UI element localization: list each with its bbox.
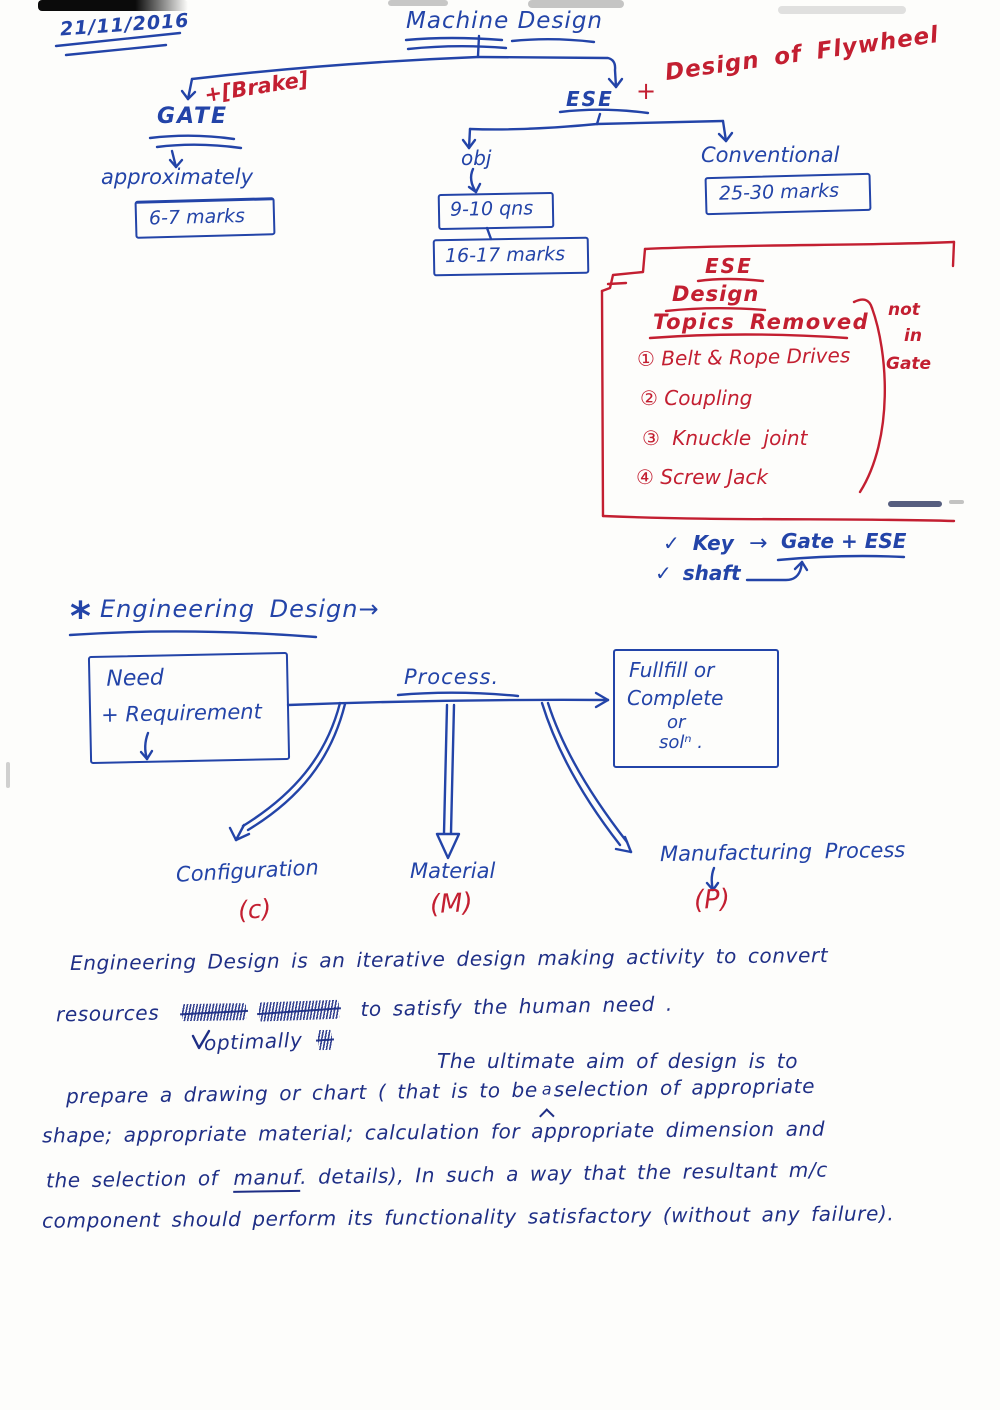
heading-underline [68,630,318,639]
conventional-marks-box: 25-30 marks [704,172,872,216]
ese-plus-sign: + [636,77,657,105]
gate-marks-box: 6-7 marks [134,197,276,239]
paragraph-line-2a: resources [55,1000,160,1027]
approximately-label: approximately [101,165,254,189]
obj-qns-box: 9-10 qns [437,191,555,231]
not-in-gate-note-1: not [888,300,920,320]
output-manufacturing: Manufacturing Process [659,837,906,867]
conventional-marks-text: 25-30 marks [718,179,840,205]
fan-middle-line [435,703,461,860]
process-flow-line [286,691,610,709]
fulfill-line-3: or [667,712,686,733]
gate-marks-text: 6-7 marks [148,204,246,230]
scan-dash-artifact-2 [949,500,964,504]
gate-ese-underline [776,554,906,562]
date-underline [54,31,182,57]
key-arrow: → [749,531,768,556]
strikeout-scribble-1 [182,1003,247,1022]
key-target: Gate + ESE [781,529,907,553]
not-in-gate-note-3: Gate [886,354,932,374]
process-underline [396,691,520,698]
not-in-gate-note-2: in [904,326,922,346]
need-box-arrow [139,731,154,761]
obj-marks-box: 16-17 marks [432,236,590,277]
paragraph-line-3: The ultimate aim of design is to [437,1049,799,1073]
obj-qns-text: 9-10 qns [449,197,534,221]
process-label: Process. [404,665,500,689]
manuf-word: manuf [233,1164,301,1193]
optimally-word: optimally [203,1027,303,1056]
scan-dash-artifact [888,501,942,507]
shaft-note: ✓ shaft [655,561,741,585]
title-branch-lines [180,34,624,101]
shaft-arrow [745,560,809,582]
removed-titles-underlines [648,277,849,340]
scan-smudge-top1 [388,0,448,6]
removed-topic-item: ① Belt & Rope Drives [636,343,851,371]
output-configuration-code: (c) [236,893,273,926]
section-star: * [70,594,91,640]
need-line: Need [106,665,165,692]
paragraph-line-4b: selection of appropriate [553,1073,816,1102]
obj-label: obj [461,146,492,170]
paragraph-line-6a: the selection of [45,1166,219,1193]
scan-smudge-topleft [38,0,188,11]
optimally-caret [191,1029,211,1050]
box-connector-stub [485,226,493,241]
scan-smudge-top2 [528,0,624,8]
requirement-line: + Requirement [100,699,263,728]
fulfill-box: Fullfill or Complete or solⁿ . [613,649,779,768]
optimally-insertion: optimally [203,1027,332,1056]
gate-down-arrow [168,149,184,169]
scan-smudge-topright [778,6,906,14]
removed-title-design: Design [672,282,760,306]
fulfill-line-4: solⁿ . [659,731,704,753]
removed-topics-box-outline [600,240,956,523]
manufacturing-down-arrow [705,866,720,892]
gate-label: GATE [157,104,229,129]
scan-edge-mark [6,762,10,788]
removed-topic-item: ② Coupling [640,386,753,410]
page-title: Machine Design [406,8,604,34]
conventional-label: Conventional [701,143,840,167]
removed-title-topics: Topics Removed [653,310,870,334]
strikeout-scribble-3 [317,1029,332,1051]
ese-branch-lines [461,112,734,150]
output-manufacturing-code: (P) [693,884,731,916]
fulfill-line-2: Complete [627,686,724,710]
not-in-gate-brace [852,298,887,494]
output-material: Material [410,859,496,883]
fulfill-line-1: Fullfill or [629,658,715,682]
fan-right-curve [540,701,633,854]
removed-topic-item: ④ Screw Jack [636,465,768,489]
section-heading: Engineering Design→ [100,595,380,623]
removed-title-ese: ESE [705,254,753,278]
strikeout-scribble-2 [259,999,340,1022]
key-note: ✓ Key [663,531,734,555]
ese-label: ESE [566,87,614,111]
inserted-a: a [541,1079,552,1099]
gate-underline [148,134,243,150]
fan-left-curve [228,701,347,842]
removed-topic-item: ③ Knuckle joint [642,426,808,450]
ese-underline [558,108,650,115]
need-requirement-box: Need + Requirement [87,651,291,765]
output-material-code: (M) [429,887,474,921]
title-underline [404,36,596,51]
obj-marks-text: 16-17 marks [444,243,566,268]
obj-down-arrow [467,167,482,194]
